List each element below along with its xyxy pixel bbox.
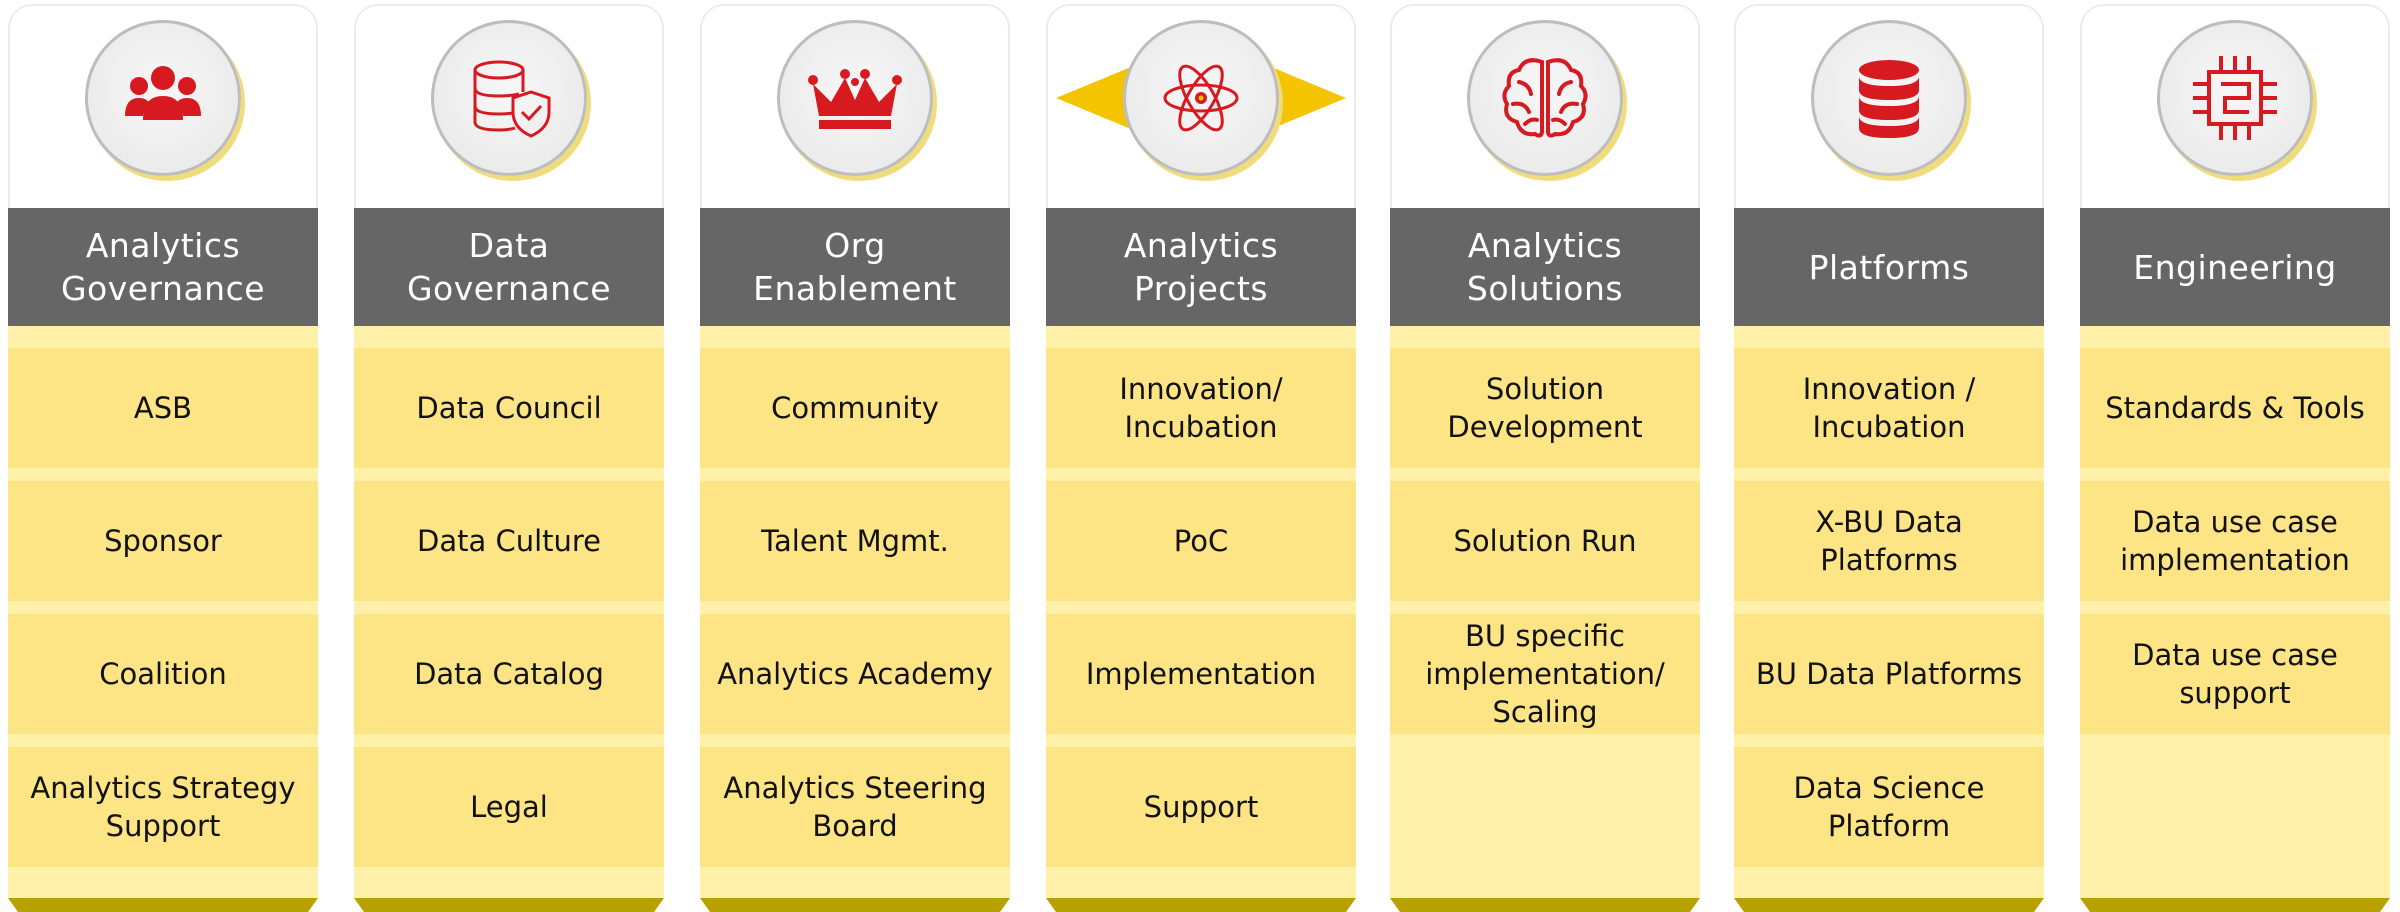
column-item: Innovation / Incubation <box>1734 348 2044 468</box>
atom-icon <box>1123 20 1279 176</box>
crown-icon <box>777 20 933 176</box>
footer-bar <box>8 898 318 912</box>
column-platforms: Platforms Innovation / Incubation X-BU D… <box>1734 0 2044 912</box>
column-item: Coalition <box>8 614 318 734</box>
column-item: Support <box>1046 747 1356 867</box>
column-item: Data Catalog <box>354 614 664 734</box>
column-analytics-governance: Analytics Governance ASB Sponsor Coaliti… <box>8 0 318 912</box>
column-item: BU Data Platforms <box>1734 614 2044 734</box>
column-item: Legal <box>354 747 664 867</box>
footer-bar <box>1046 898 1356 912</box>
footer-bar <box>2080 898 2390 912</box>
footer-bar <box>1734 898 2044 912</box>
footer-bar <box>354 898 664 912</box>
column-item: Data Culture <box>354 481 664 601</box>
column-analytics-projects: Analytics Projects Innovation/ Incubatio… <box>1046 0 1356 912</box>
column-item: Data use case support <box>2080 614 2390 734</box>
column-item: Analytics Steering Board <box>700 747 1010 867</box>
column-item: Community <box>700 348 1010 468</box>
brain-icon <box>1467 20 1623 176</box>
column-item: Implementation <box>1046 614 1356 734</box>
column-item: X-BU Data Platforms <box>1734 481 2044 601</box>
column-item: Solution Run <box>1390 481 1700 601</box>
column-item: PoC <box>1046 481 1356 601</box>
column-title: Analytics Projects <box>1046 208 1356 326</box>
column-item: Analytics Strategy Support <box>8 747 318 867</box>
column-title: Engineering <box>2080 208 2390 326</box>
column-item: Sponsor <box>8 481 318 601</box>
column-item: BU specific implementation/ Scaling <box>1390 614 1700 734</box>
column-org-enablement: Org Enablement Community Talent Mgmt. An… <box>700 0 1010 912</box>
column-engineering: Engineering Standards & Tools Data use c… <box>2080 0 2390 912</box>
column-item: Standards & Tools <box>2080 348 2390 468</box>
database-icon <box>1811 20 1967 176</box>
column-title: Org Enablement <box>700 208 1010 326</box>
column-title: Platforms <box>1734 208 2044 326</box>
column-item: Analytics Academy <box>700 614 1010 734</box>
column-item: Data Council <box>354 348 664 468</box>
column-title: Analytics Governance <box>8 208 318 326</box>
footer-bar <box>1390 898 1700 912</box>
group-people-icon <box>85 20 241 176</box>
column-item: Talent Mgmt. <box>700 481 1010 601</box>
column-item: Data Science Platform <box>1734 747 2044 867</box>
circuit-chip-icon <box>2157 20 2313 176</box>
column-data-governance: Data Governance Data Council Data Cultur… <box>354 0 664 912</box>
column-title: Data Governance <box>354 208 664 326</box>
column-title: Analytics Solutions <box>1390 208 1700 326</box>
footer-bar <box>700 898 1010 912</box>
column-item: Data use case implementation <box>2080 481 2390 601</box>
column-item: ASB <box>8 348 318 468</box>
database-shield-icon <box>431 20 587 176</box>
column-item: Solution Development <box>1390 348 1700 468</box>
column-item: Innovation/ Incubation <box>1046 348 1356 468</box>
column-analytics-solutions: Analytics Solutions Solution Development… <box>1390 0 1700 912</box>
